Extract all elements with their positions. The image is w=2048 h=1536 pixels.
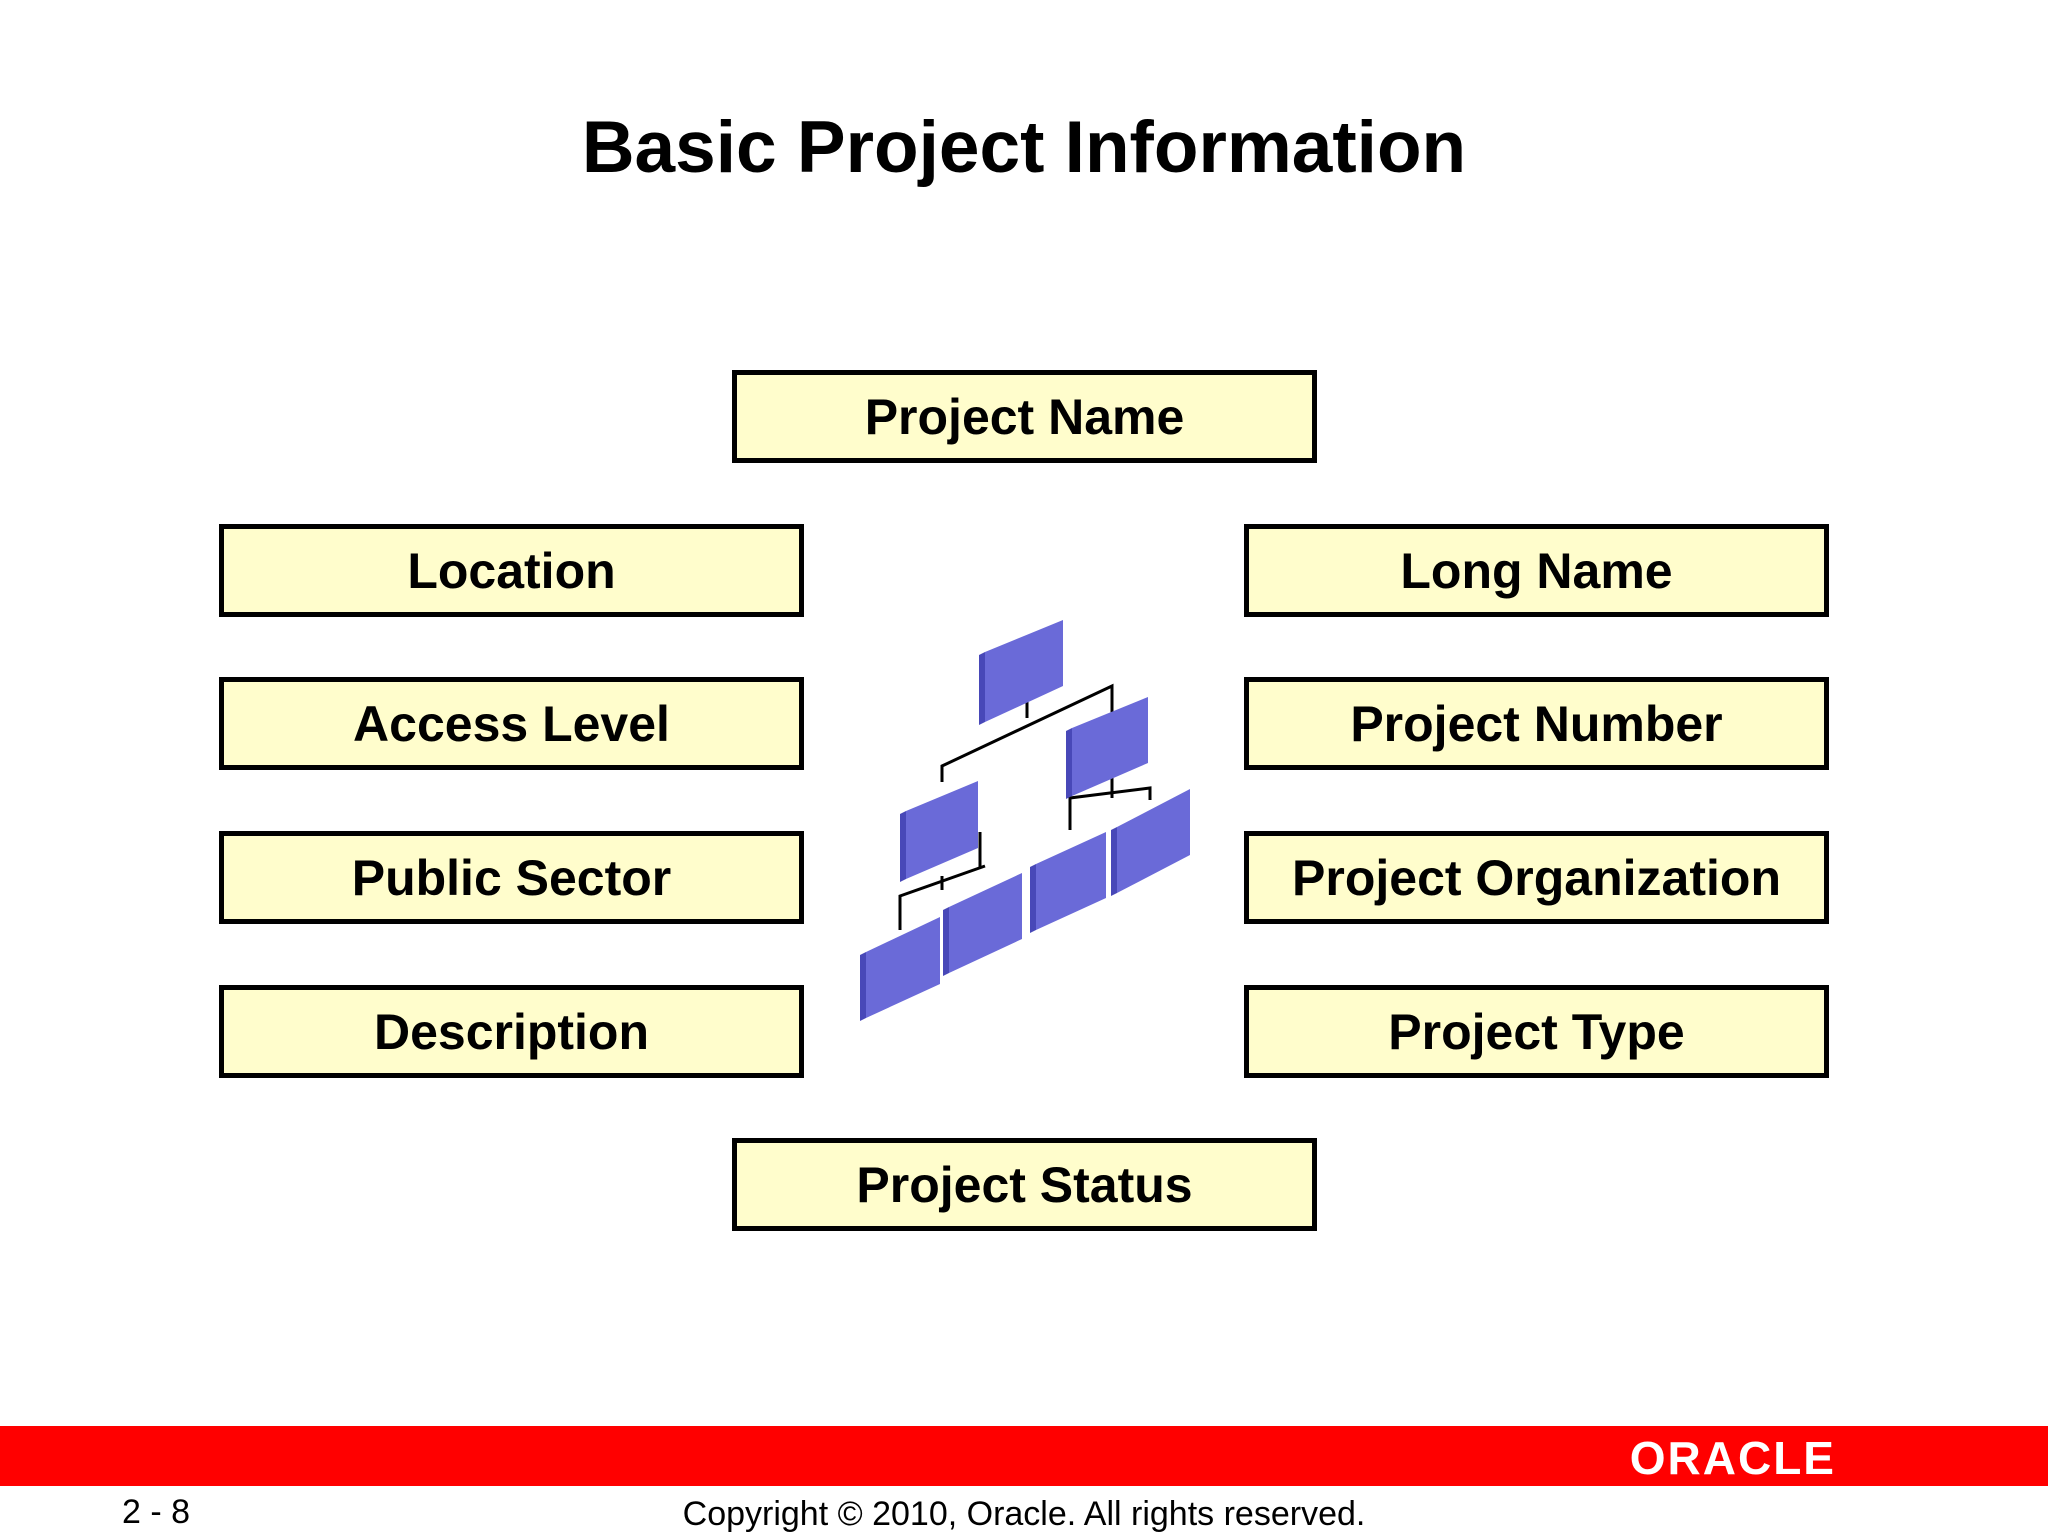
field-long-name: Long Name xyxy=(1244,524,1829,617)
field-project-status: Project Status xyxy=(732,1138,1317,1231)
field-project-name: Project Name xyxy=(732,370,1317,463)
field-project-organization: Project Organization xyxy=(1244,831,1829,924)
footer-bar xyxy=(0,1426,2048,1486)
page-title: Basic Project Information xyxy=(581,107,1467,188)
field-location: Location xyxy=(219,524,804,617)
copyright-text: Copyright © 2010, Oracle. All rights res… xyxy=(682,1495,1366,1533)
oracle-logo: ORACLE xyxy=(1629,1432,1836,1484)
field-project-type: Project Type xyxy=(1244,985,1829,1078)
org-hierarchy-icon xyxy=(860,620,1190,1021)
field-project-number: Project Number xyxy=(1244,677,1829,770)
field-description: Description xyxy=(219,985,804,1078)
field-access-level: Access Level xyxy=(219,677,804,770)
page-number: 2 - 8 xyxy=(122,1493,191,1531)
field-public-sector: Public Sector xyxy=(219,831,804,924)
